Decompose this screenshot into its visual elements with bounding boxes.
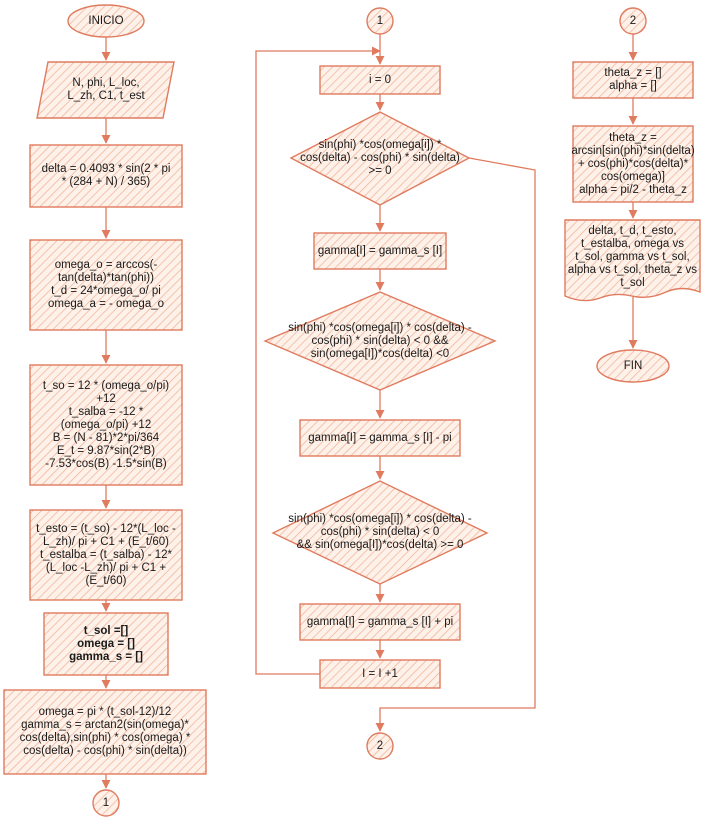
delta-process-shape (29, 144, 183, 208)
decision-1-label: sin(phi) *cos(omega[i]) * cos(delta) - c… (300, 139, 460, 177)
omega-calc-process-shape (3, 689, 207, 775)
theta-init-label: theta_z = [] alpha = [] (604, 67, 662, 92)
increment-label: I = I +1 (362, 667, 398, 680)
output-document-shape (564, 219, 701, 302)
end-terminal-label: FIN (623, 359, 643, 372)
edge-decision-1-exit-to-connector-2 (375, 157, 536, 732)
end-terminal-shape (596, 349, 670, 383)
gamma-3-label: gamma[I] = gamma_s [I] + pi (306, 615, 454, 628)
output-label: delta, t_d, t_esto, t_estalba, omega vs … (567, 224, 698, 289)
connector-1-top-label: 1 (376, 14, 384, 27)
gamma-3-process-shape (299, 603, 461, 641)
times-label: t_so = 12 * (omega_o/pi) +12 t_salba = -… (42, 379, 170, 470)
theta-calc-label: theta_z = arcsin[sin(phi)*sin(delta) + c… (571, 131, 695, 196)
input-parallelogram-shape (36, 61, 175, 119)
theta-init-process-shape (572, 61, 694, 99)
connector-2-bottom-label: 2 (376, 739, 384, 752)
theta-calc-process-shape (572, 125, 694, 203)
connector-1-bottom-shape (92, 789, 120, 817)
decision-2-label: sin(phi) *cos(omega[i]) * cos(delta) - c… (288, 321, 472, 360)
omega-calc-label: omega = pi * (t_sol-12)/12 gamma_s = arc… (19, 706, 191, 757)
start-terminal-label: INICIO (88, 14, 124, 27)
decision-3-label: sin(phi) *cos(omega[i]) * cos(delta) - c… (288, 513, 472, 551)
init-arrays-label: t_sol =[] omega = [] gamma_s = [] (69, 624, 143, 663)
times-process-shape (29, 364, 183, 486)
edge-increment-loop-back (255, 46, 381, 675)
connector-1-bottom-label: 1 (102, 796, 110, 809)
connector-2-bottom-shape (366, 732, 394, 760)
gamma-2-process-shape (299, 419, 461, 457)
esto-label: t_esto = (t_so) - 12*(L_loc - L_zh)/ pi … (36, 522, 176, 587)
init-arrays-process-shape (43, 612, 169, 676)
omega-o-label: omega_o = arccos(- tan(delta)*tan(phi)) … (47, 259, 165, 310)
gamma-1-label: gamma[I] = gamma_s [I] (317, 244, 443, 257)
i-init-label: i = 0 (368, 73, 392, 86)
gamma-2-label: gamma[I] = gamma_s [I] - pi (308, 431, 452, 444)
i-init-process-shape (319, 65, 441, 95)
gamma-1-process-shape (313, 232, 447, 270)
delta-label: delta = 0.4093 * sin(2 * pi * (284 + N) … (41, 163, 171, 188)
connector-2-top-label: 2 (629, 14, 637, 27)
input-label: N, phi, L_loc, L_zh, C1, t_est (67, 77, 145, 102)
omega-o-process-shape (29, 239, 183, 331)
